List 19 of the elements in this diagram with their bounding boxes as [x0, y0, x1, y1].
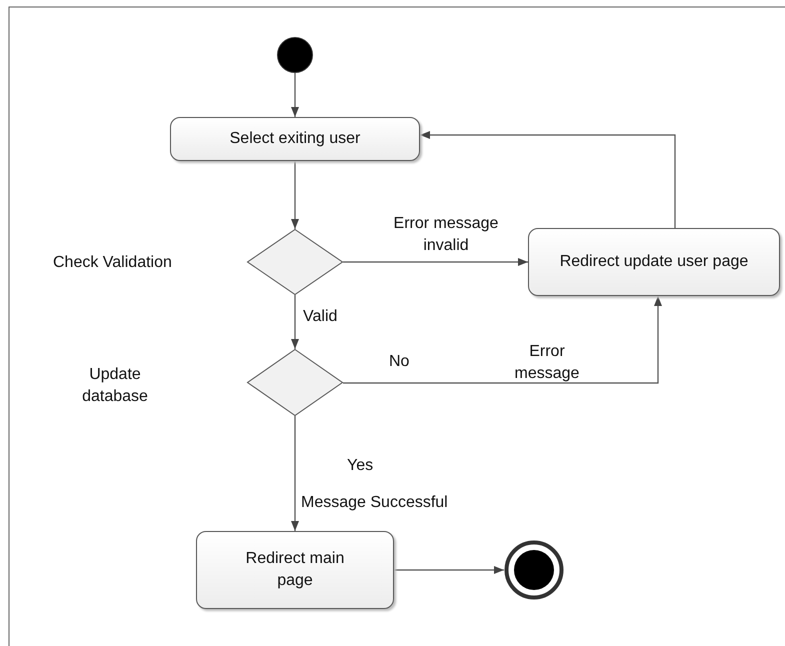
- decision-diamond: [247, 229, 343, 295]
- flow-arrow: [291, 295, 299, 349]
- flow-arrow: [291, 161, 299, 229]
- note-text: Message Successful: [301, 493, 448, 513]
- note-text: Update database: [81, 365, 149, 407]
- end-node: [504, 540, 564, 600]
- action-box: Redirect main page: [196, 531, 394, 609]
- action-box: Redirect update user page: [528, 228, 780, 296]
- flow-arrow: [394, 566, 504, 574]
- decision-diamond: [247, 349, 343, 416]
- flow-arrow: [291, 73, 299, 117]
- flow-arrow: [343, 296, 662, 384]
- start-node: [277, 37, 313, 73]
- action-box: Select exiting user: [170, 117, 420, 161]
- note-text: Error message: [514, 342, 580, 384]
- note-text: Check Validation: [53, 253, 172, 273]
- flow-arrow: [343, 258, 528, 266]
- flow-arrow: [420, 131, 676, 228]
- flow-arrow: [291, 416, 299, 531]
